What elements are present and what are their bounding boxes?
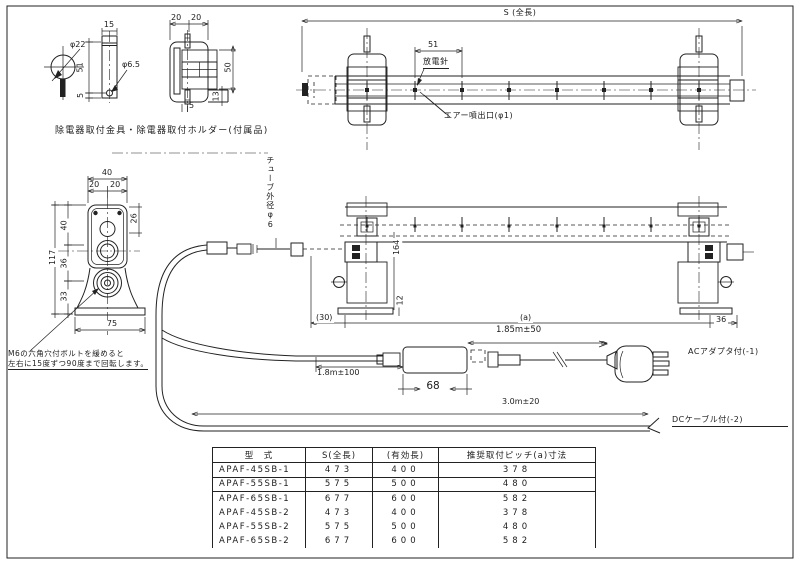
bracket-note-line1: M6の六角穴付ボルトを緩めると (8, 349, 125, 358)
cell-effective: 400 (372, 506, 439, 520)
dim-bracket-base: 75 (100, 319, 124, 329)
table-row: APAF-55SB-2 575 500 480 (212, 519, 596, 534)
cell-model: APAF-65SB-2 (212, 533, 306, 548)
cell-model: APAF-55SB-2 (212, 519, 306, 534)
dim-cable-1-8m: 1.8m±100 (317, 368, 360, 377)
col-header-model: 型 式 (212, 447, 306, 463)
air-outlet-label: エアー噴出口(φ1) (444, 111, 514, 120)
plate-side-view (85, 28, 128, 103)
dim-holder-right: 50 (223, 62, 233, 73)
table-row: APAF-45SB-1 473 400 378 (212, 462, 596, 478)
cell-overall: 473 (305, 506, 373, 520)
cell-effective: 500 (372, 519, 439, 534)
accessories-caption: 除電器取付金具・除電器取付ホルダー(付属品) (55, 126, 269, 136)
cell-overall: 677 (305, 491, 373, 507)
table-row: APAF-65SB-1 677 600 582 (212, 491, 596, 507)
dim-plate-hole: φ6.5 (122, 60, 140, 69)
cell-effective: 600 (372, 491, 439, 507)
dim-overall-length: S (全長) (503, 8, 537, 17)
cable-runs (155, 244, 670, 434)
bar-top-view (296, 21, 756, 150)
cell-pitch: 582 (438, 491, 596, 507)
dim-needle-pitch: 51 (428, 40, 439, 49)
dim-plate-h1: 51 (75, 62, 85, 73)
ac-adapter-label: ACアダプタ付(-1) (688, 347, 759, 356)
table-row: APAF-65SB-2 677 600 582 (212, 533, 596, 548)
cell-model: APAF-65SB-1 (212, 491, 306, 507)
table-header-row: 型 式 S(全長) (有効長) 推奨取付ピッチ(a)寸法 (212, 447, 596, 463)
cell-model: APAF-55SB-1 (212, 477, 306, 493)
cell-pitch: 480 (438, 519, 596, 534)
dim-bracket-total: 117 (48, 247, 59, 268)
dim-bracket-s2: 36 (59, 256, 70, 271)
dim-holder-bottom: 5 (189, 101, 195, 110)
table-row: APAF-45SB-2 473 400 378 (212, 506, 596, 520)
spec-table: 型 式 S(全長) (有効長) 推奨取付ピッチ(a)寸法 APAF-45SB-1… (212, 447, 596, 548)
dim-bracket-s1: 40 (59, 218, 70, 233)
dim-holder-bottom-right: 13 (211, 91, 221, 102)
dim-holder-top-left: 20 (171, 13, 182, 22)
dim-side-base-height: 12 (395, 293, 406, 308)
dim-bracket-top: 40 (101, 168, 113, 177)
dim-holder-top-right: 20 (191, 13, 202, 22)
cell-pitch: 378 (438, 462, 596, 478)
dim-adapter-68: 68 (426, 380, 440, 392)
dim-side-height: 164 (392, 237, 403, 258)
cell-overall: 473 (305, 462, 373, 478)
cable-break-mark (647, 417, 661, 434)
col-header-effective: (有効長) (372, 447, 439, 463)
cell-pitch: 582 (438, 533, 596, 548)
sheet-border (6, 5, 794, 559)
col-header-pitch: 推奨取付ピッチ(a)寸法 (438, 447, 596, 463)
col-header-overall: S(全長) (305, 447, 373, 463)
cell-overall: 575 (305, 519, 373, 534)
holder-front-view (170, 20, 236, 112)
discharge-needle-label: 放電針 (423, 57, 449, 69)
tube-section-view (44, 46, 84, 100)
cell-model: APAF-45SB-2 (212, 506, 306, 520)
dim-side-left: (30) (314, 313, 335, 323)
dim-bracket-top-l: 20 (89, 180, 100, 189)
dim-plate-width: 15 (103, 20, 115, 29)
cell-overall: 677 (305, 533, 373, 548)
dim-plate-h2: 5 (76, 92, 86, 98)
dim-bracket-right: 26 (129, 213, 139, 224)
dim-side-right: 36 (714, 315, 729, 325)
dim-tube-diameter: φ22 (70, 40, 86, 49)
tube-od-label: チューブ外径φ6 (265, 156, 275, 230)
dc-cable-label: DCケーブル付(-2) (672, 415, 788, 427)
dim-bracket-top-r: 20 (110, 180, 121, 189)
table-row: APAF-55SB-1 575 500 480 (212, 477, 596, 493)
cell-pitch: 378 (438, 506, 596, 520)
dim-cable-3-0m: 3.0m±20 (502, 397, 540, 406)
dim-bracket-s3: 33 (59, 289, 70, 304)
cell-overall: 575 (305, 477, 373, 493)
cell-pitch: 480 (438, 477, 596, 493)
dim-side-pitch: (a) (518, 313, 534, 323)
dim-hv-cable-span: 1.85m±50 (494, 325, 544, 336)
bar-side-view (206, 196, 754, 343)
cell-effective: 400 (372, 462, 439, 478)
cell-effective: 600 (372, 533, 439, 548)
bracket-note-line2: 左右に15度ずつ90度まで回転します。 (8, 359, 149, 371)
cell-model: APAF-45SB-1 (212, 462, 306, 478)
cell-effective: 500 (372, 477, 439, 493)
